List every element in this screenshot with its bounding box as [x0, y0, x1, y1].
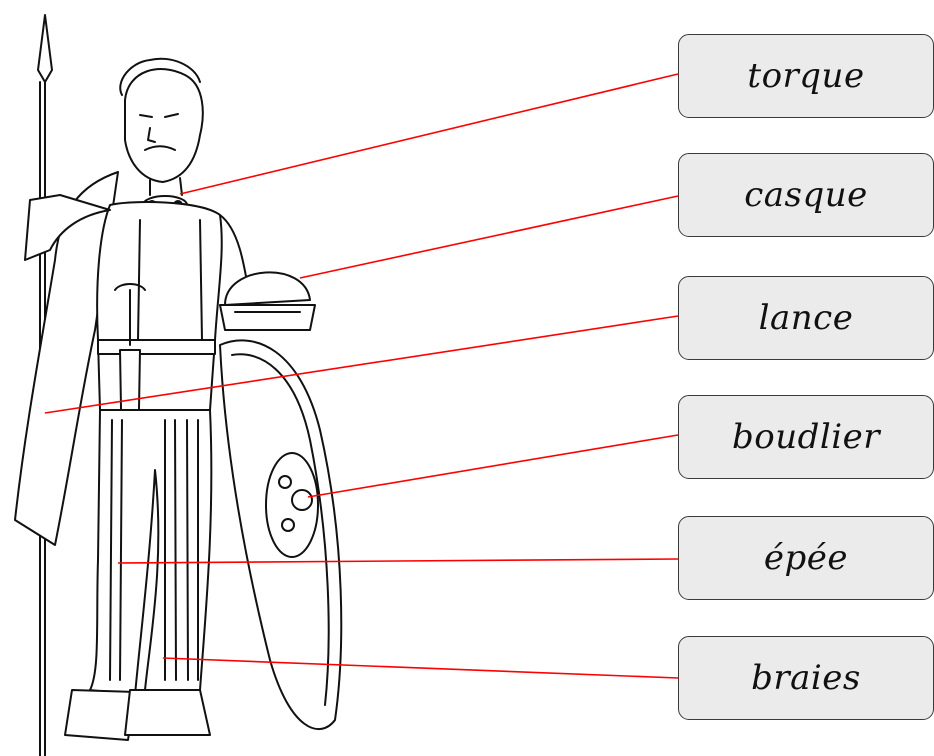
left-arm-drawing [24, 194, 111, 261]
connector-braies [162, 657, 679, 679]
right-shoe-drawing [124, 689, 211, 736]
connector-lance [44, 315, 679, 414]
connector-epee [117, 558, 679, 564]
belt-drawing [97, 339, 216, 355]
label-braies: braies [678, 636, 934, 720]
connector-casque [299, 195, 679, 279]
label-lance: lance [678, 276, 934, 360]
left-shoe-drawing [64, 689, 136, 741]
connector-torque [179, 73, 679, 195]
trousers-drawing [89, 409, 213, 696]
helmet-drawing [219, 271, 316, 331]
label-epee: épée [678, 516, 934, 600]
label-torque: torque [678, 34, 934, 118]
head-drawing [119, 57, 204, 183]
shield-drawing [219, 339, 343, 730]
warrior-illustration [14, 14, 343, 756]
label-bouclier: boudlier [678, 395, 934, 479]
connector-lines [44, 73, 679, 679]
neck-drawing [149, 177, 183, 196]
connector-bouclier [307, 434, 679, 498]
tunic-drawing [96, 201, 223, 411]
label-casque: casque [678, 153, 934, 237]
